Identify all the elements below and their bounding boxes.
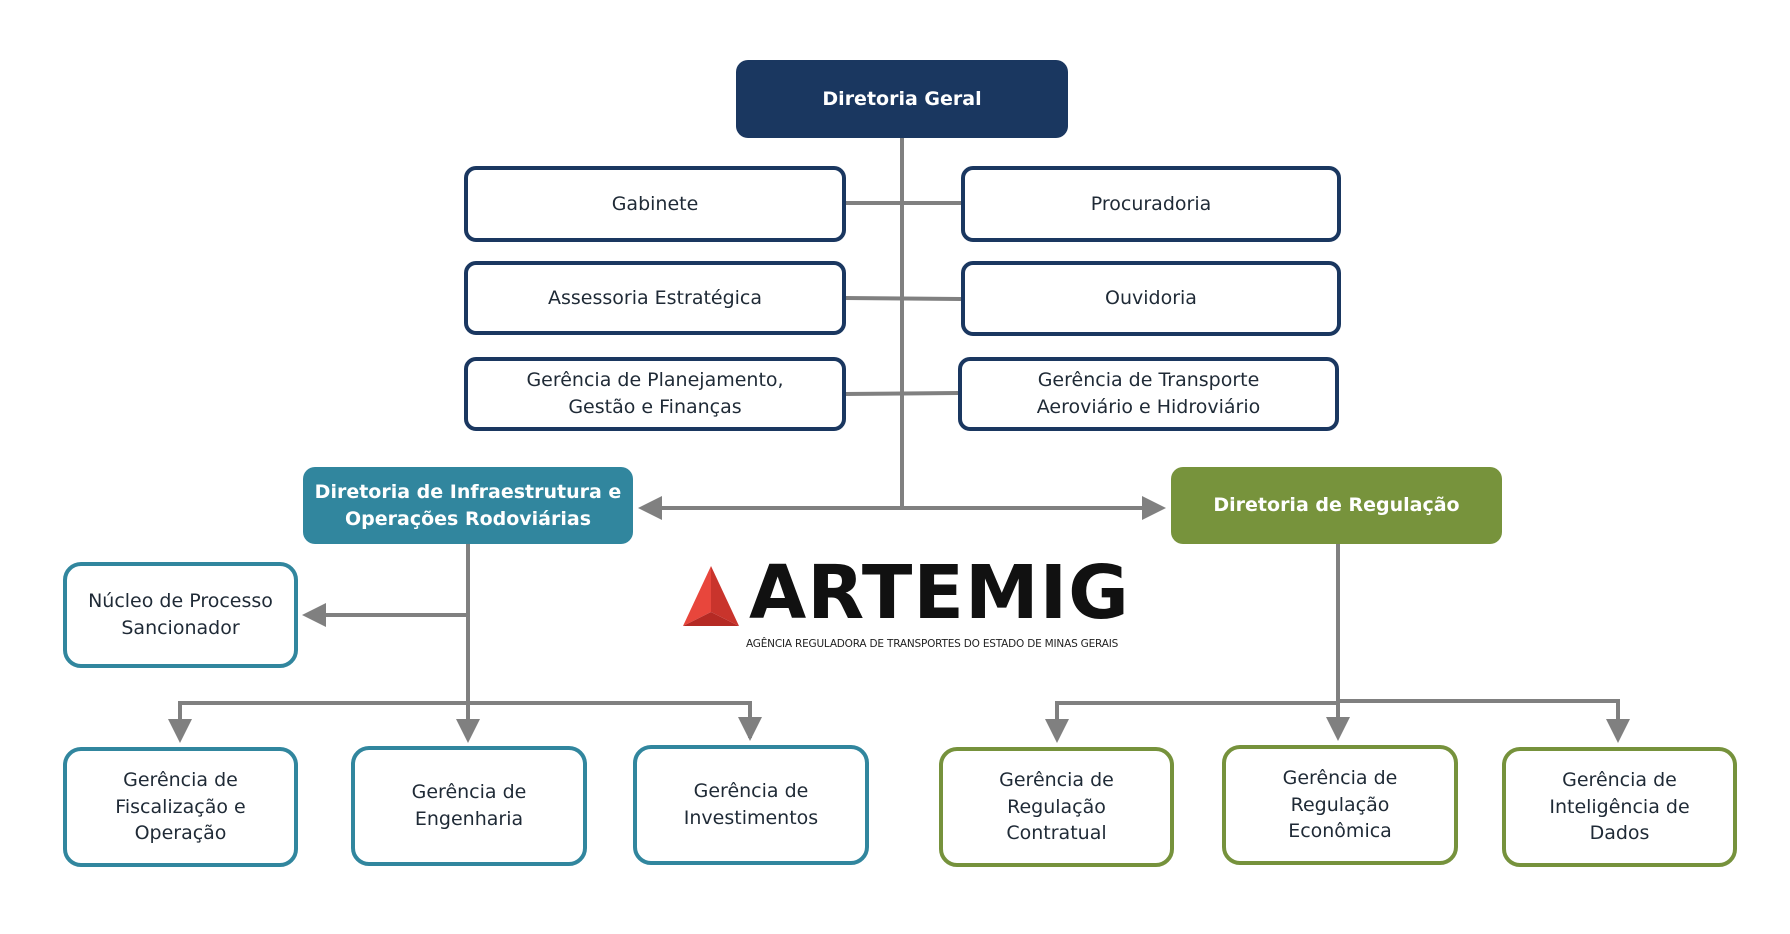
gerencia-transporte-box: Gerência de Transporte Aeroviário e Hidr… (958, 357, 1339, 431)
gerencia-regulacao-contratual-box: Gerência de Regulação Contratual (939, 747, 1174, 867)
artemig-arrowhead-icon (683, 566, 739, 626)
fiscalizacao-line2: Fiscalização e (115, 795, 246, 818)
gerencia-transporte-line1: Gerência de Transporte (1037, 369, 1260, 392)
diretoria-infraestrutura-line2: Operações Rodoviárias (344, 507, 592, 530)
staff-connector (843, 391, 959, 396)
nucleo-line2: Sancionador (121, 617, 240, 639)
diretoria-regulacao-label: Diretoria de Regulação (1213, 494, 1460, 517)
gerencia-planejamento-box: Gerência de Planejamento, Gestão e Finan… (464, 357, 846, 431)
engenharia-line2: Engenharia (414, 808, 524, 830)
ouvidoria-box: Ouvidoria (961, 261, 1341, 336)
economica-line1: Gerência de (1282, 766, 1398, 789)
gabinete-box: Gabinete (464, 166, 846, 242)
ouvidoria-label: Ouvidoria (1105, 287, 1197, 310)
diretoria-geral-box: Diretoria Geral (736, 60, 1068, 138)
diretoria-geral-label: Diretoria Geral (822, 87, 982, 110)
contratual-line1: Gerência de (999, 768, 1114, 791)
logo-wordmark: ARTEMIG (749, 550, 1130, 636)
gerencia-transporte-line2: Aeroviário e Hidroviário (1036, 396, 1261, 418)
economica-line2: Regulação (1290, 793, 1390, 816)
economica-line3: Econômica (1288, 820, 1392, 843)
nucleo-line1: Núcleo de Processo (88, 590, 273, 613)
investimentos-line2: Investimentos (683, 807, 819, 829)
logo-tagline: AGÊNCIA REGULADORA DE TRANSPORTES DO EST… (746, 638, 1119, 650)
gerencia-planejamento-line1: Gerência de Planejamento, (526, 369, 784, 392)
inteligencia-line1: Gerência de (1562, 768, 1677, 791)
contratual-line2: Regulação (1007, 795, 1106, 818)
procuradoria-label: Procuradoria (1090, 192, 1212, 215)
diretoria-infraestrutura-line1: Diretoria de Infraestrutura e (314, 480, 622, 503)
gerencia-fiscalizacao-box: Gerência de Fiscalização e Operação (63, 747, 298, 867)
diretoria-regulacao-box: Diretoria de Regulação (1171, 467, 1502, 544)
gerencia-investimentos-box: Gerência de Investimentos (633, 745, 869, 865)
nucleo-sancionador-box: Núcleo de Processo Sancionador (63, 562, 298, 668)
gerencia-engenharia-box: Gerência de Engenharia (351, 746, 587, 866)
diretoria-infraestrutura-box: Diretoria de Infraestrutura e Operações … (303, 467, 633, 544)
infra-bus (178, 701, 752, 738)
gerencia-regulacao-economica-box: Gerência de Regulação Econômica (1222, 745, 1458, 865)
gerencia-planejamento-line2: Gestão e Finanças (568, 396, 742, 418)
inteligencia-line2: Inteligência de (1549, 795, 1690, 818)
engenharia-line1: Gerência de (411, 781, 527, 804)
fiscalizacao-line1: Gerência de (123, 768, 238, 791)
gerencia-inteligencia-dados-box: Gerência de Inteligência de Dados (1502, 747, 1737, 867)
contratual-line3: Contratual (1006, 822, 1107, 845)
investimentos-line1: Gerência de (693, 780, 809, 803)
staff-connector (843, 296, 962, 301)
assessoria-estrategica-box: Assessoria Estratégica (464, 261, 846, 335)
artemig-logo: ARTEMIG AGÊNCIA REGULADORA DE TRANSPORTE… (683, 556, 1143, 654)
gabinete-label: Gabinete (611, 192, 699, 215)
assessoria-estrategica-label: Assessoria Estratégica (547, 286, 763, 309)
fiscalizacao-line3: Operação (134, 822, 227, 845)
inteligencia-line3: Dados (1589, 822, 1650, 845)
procuradoria-box: Procuradoria (961, 166, 1341, 242)
